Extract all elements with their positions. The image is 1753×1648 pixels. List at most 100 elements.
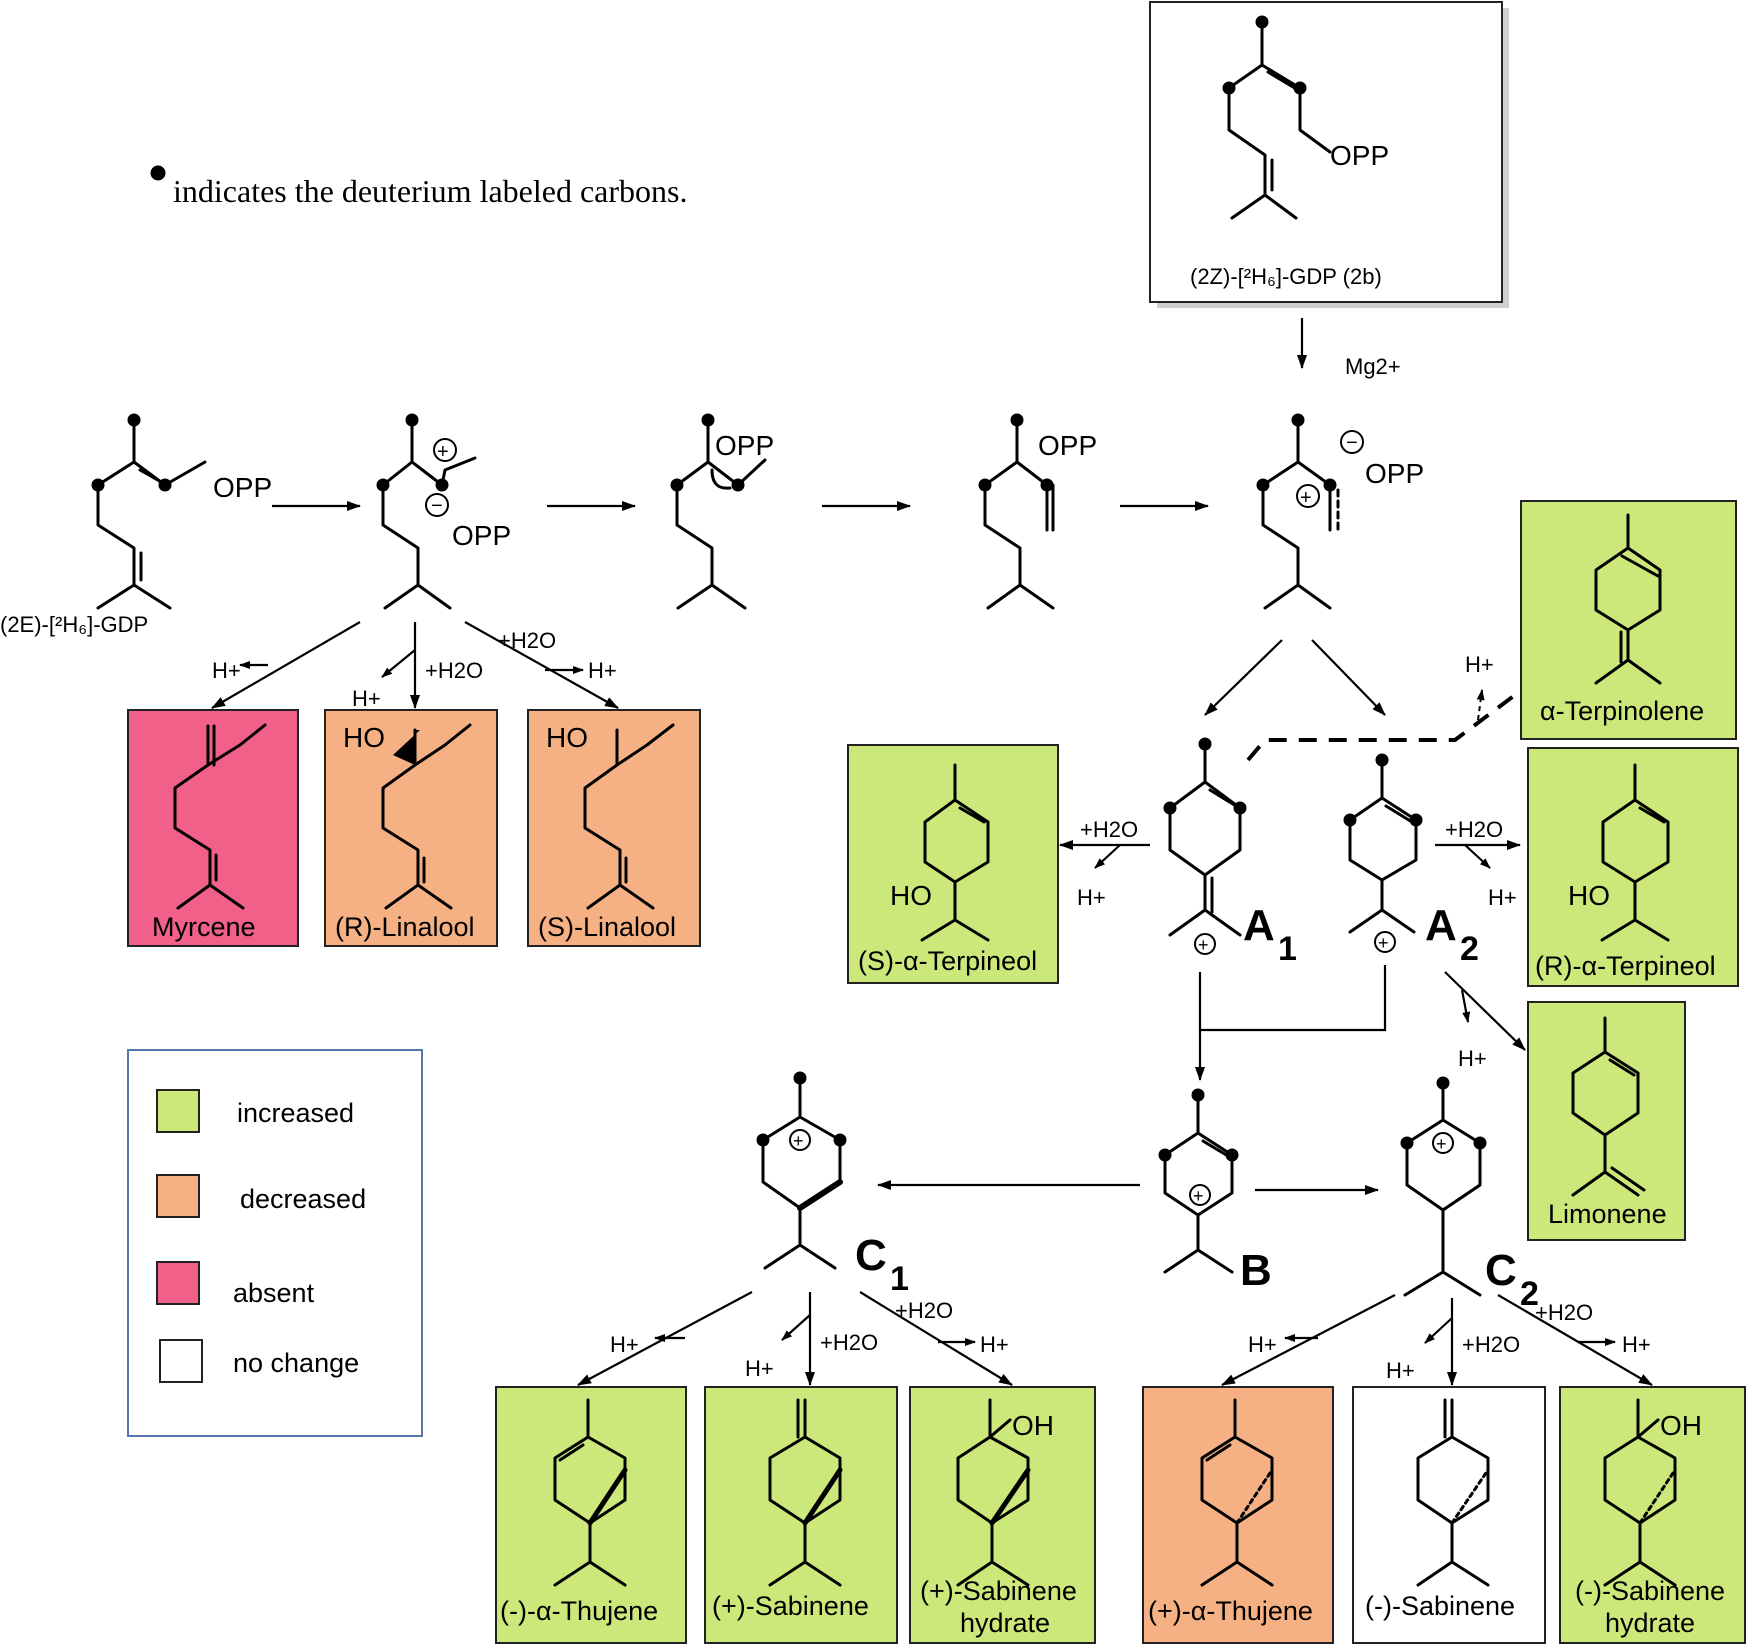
substrate-2e-label: (2E)-[²H₆]-GDP — [0, 612, 148, 637]
h-label: H+ — [212, 658, 241, 683]
svg-text:+: + — [793, 1131, 804, 1151]
h-label: H+ — [352, 686, 381, 711]
a1-label: A — [1243, 901, 1275, 950]
ho-label: HO — [343, 722, 385, 753]
opp-label: OPP — [1038, 430, 1097, 461]
minus-sab-hydrate-label-1: (-)-Sabinene — [1575, 1576, 1725, 1606]
legend-label-increased: increased — [237, 1098, 354, 1128]
intermediate-c2 — [1403, 1083, 1482, 1297]
legend: increased decreased absent no change — [127, 1049, 423, 1437]
product-r-linalool: HO (R)-Linalool — [324, 709, 498, 947]
h2o-label: +H2O — [1445, 817, 1503, 842]
h-label: H+ — [1077, 885, 1106, 910]
h-label: H+ — [1465, 652, 1494, 677]
product-minus-thujene: (-)-α-Thujene — [495, 1386, 687, 1644]
svg-text:−: − — [1346, 432, 1358, 454]
c2-label: C — [1485, 1246, 1517, 1295]
opp-label: OPP — [213, 472, 272, 503]
cisoid-allyl-cation — [1261, 418, 1340, 610]
h2o-label: +H2O — [1535, 1300, 1593, 1325]
legend-swatch-no-change — [159, 1339, 203, 1383]
mg-label: Mg2+ — [1345, 354, 1401, 379]
legend-label-decreased: decreased — [240, 1184, 366, 1214]
svg-text:+: + — [1300, 487, 1312, 509]
legend-label-absent: absent — [233, 1278, 315, 1308]
product-plus-sabinene: (+)-Sabinene — [704, 1386, 898, 1644]
terpinolene-label: α-Terpinolene — [1540, 696, 1704, 726]
product-r-terpineol: HO (R)-α-Terpineol — [1527, 747, 1739, 987]
svg-text:+: + — [437, 441, 449, 463]
intermediate-a2 — [1348, 760, 1418, 934]
a2-sub: 2 — [1460, 930, 1479, 968]
myrcene-label: Myrcene — [152, 912, 256, 942]
legend-swatch-absent — [156, 1261, 200, 1305]
legend-swatch-increased — [156, 1089, 200, 1133]
h-label: H+ — [1488, 885, 1517, 910]
intermediate-a1 — [1168, 745, 1242, 937]
a1-sub: 1 — [1278, 930, 1297, 968]
r-terpineol-label: (R)-α-Terpineol — [1535, 951, 1716, 981]
allyl-cation-ion-pair — [381, 418, 477, 610]
svg-text:+: + — [1198, 935, 1209, 955]
h2o-label: +H2O — [820, 1330, 878, 1355]
opp-label: OPP — [1365, 458, 1424, 489]
minus-sab-hydrate-label-2: hydrate — [1605, 1608, 1695, 1638]
gdp-2e — [96, 418, 207, 610]
opp-label: OPP — [452, 520, 511, 551]
h-label: H+ — [588, 658, 617, 683]
legend-swatch-decreased — [156, 1174, 200, 1218]
plus-sab-hydrate-label-1: (+)-Sabinene — [920, 1576, 1077, 1606]
h2o-label: +H2O — [895, 1298, 953, 1323]
start-substrate-box: OPP (2Z)-[²H₆]-GDP (2b) — [1149, 1, 1509, 308]
h-label: H+ — [1386, 1358, 1415, 1383]
product-plus-thujene: (+)-α-Thujene — [1142, 1386, 1334, 1644]
svg-text:+: + — [1436, 1134, 1447, 1154]
product-s-terpineol: HO (S)-α-Terpineol — [847, 744, 1059, 984]
ho-label: HO — [546, 722, 588, 753]
plus-sabinene-label: (+)-Sabinene — [712, 1591, 869, 1621]
plus-thujene-label: (+)-α-Thujene — [1148, 1596, 1313, 1626]
c1-label: C — [855, 1231, 887, 1280]
c2-sub: 2 — [1520, 1275, 1539, 1313]
product-limonene: Limonene — [1527, 1001, 1686, 1241]
h-label: H+ — [745, 1356, 774, 1381]
h2o-label: +H2O — [425, 658, 483, 683]
s-linalool-label: (S)-Linalool — [538, 912, 676, 942]
h-label: H+ — [1622, 1332, 1651, 1357]
h-label: H+ — [1458, 1046, 1487, 1071]
minus-sabinene-label: (-)-Sabinene — [1365, 1591, 1515, 1621]
start-box-label: (2Z)-[²H₆]-GDP (2b) — [1190, 264, 1382, 289]
product-minus-sabinene: (-)-Sabinene — [1352, 1386, 1546, 1644]
product-minus-sabinene-hydrate: OH (-)-Sabinene hydrate — [1559, 1386, 1746, 1644]
s-terpineol-label: (S)-α-Terpineol — [858, 946, 1037, 976]
a2-label: A — [1425, 901, 1457, 950]
r-linalool-label: (R)-Linalool — [335, 912, 475, 942]
deuterium-dot-icon — [150, 165, 166, 181]
product-terpinolene: α-Terpinolene — [1520, 500, 1737, 740]
h-label: H+ — [1248, 1332, 1277, 1357]
product-plus-sabinene-hydrate: OH (+)-Sabinene hydrate — [909, 1386, 1096, 1644]
intermediate-c1 — [761, 1078, 843, 1270]
svg-text:+: + — [1378, 933, 1389, 953]
h2o-label: +H2O — [1080, 817, 1138, 842]
svg-text:−: − — [431, 495, 443, 517]
plus-sab-hydrate-label-2: hydrate — [960, 1608, 1050, 1638]
limonene-label: Limonene — [1548, 1199, 1667, 1229]
oh-label: OH — [1660, 1410, 1702, 1441]
ho-label: HO — [1568, 880, 1610, 911]
legend-label-no-change: no change — [233, 1348, 359, 1378]
legend-note: indicates the deuterium labeled carbons. — [173, 173, 687, 209]
product-s-linalool: HO (S)-Linalool — [527, 709, 701, 947]
minus-thujene-label: (-)-α-Thujene — [500, 1596, 658, 1626]
h2o-label: +H2O — [498, 628, 556, 653]
opp-label: OPP — [715, 430, 774, 461]
opp-label: OPP — [1330, 140, 1389, 171]
oh-label: OH — [1012, 1410, 1054, 1441]
c1-sub: 1 — [890, 1260, 909, 1298]
h2o-label: +H2O — [1462, 1332, 1520, 1357]
product-myrcene: Myrcene — [127, 709, 299, 947]
svg-text:+: + — [1193, 1186, 1204, 1206]
b-label: B — [1240, 1246, 1272, 1295]
h-label: H+ — [610, 1332, 639, 1357]
